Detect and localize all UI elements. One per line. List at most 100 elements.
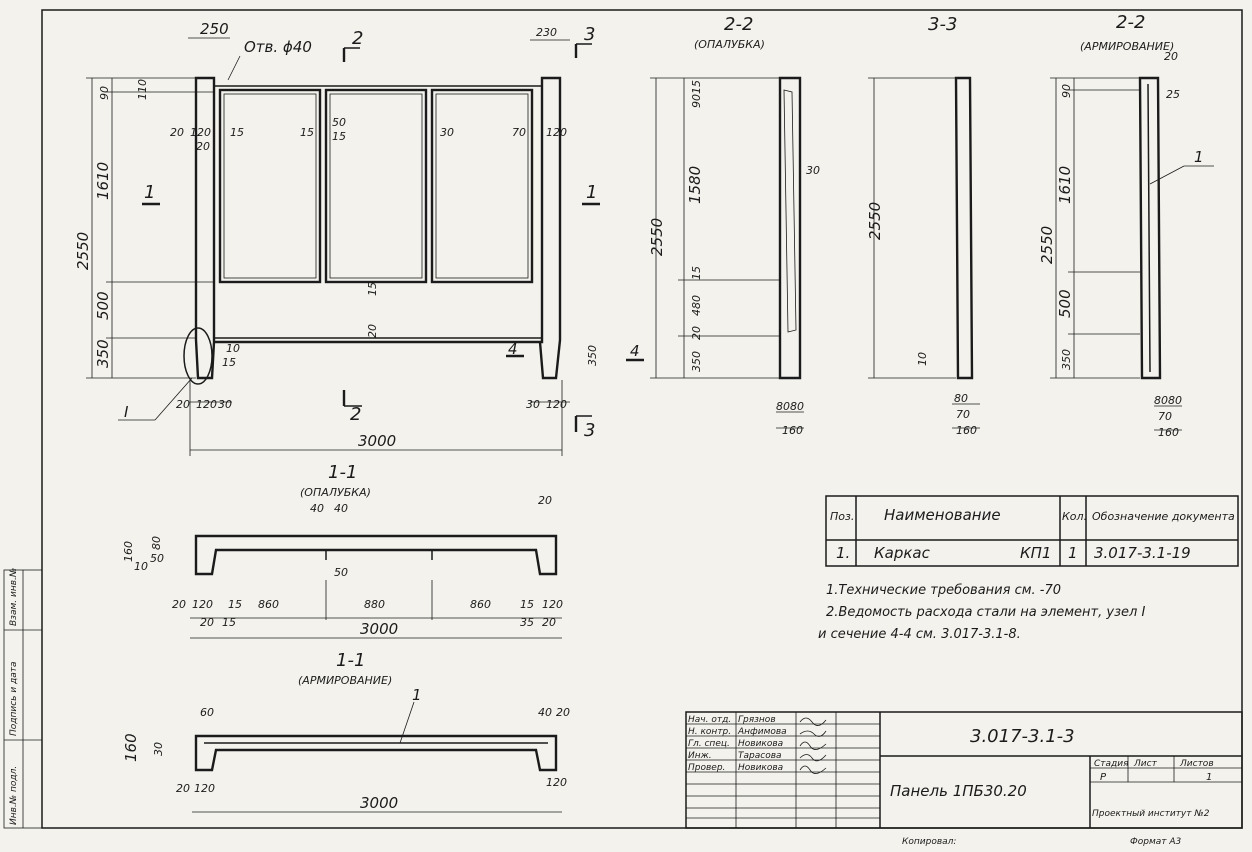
dim-label: 250 [200,20,229,38]
dim-label: 20 [176,398,190,411]
dim-label: 230 [536,26,557,39]
section-mark: 2 [350,404,361,425]
stage-header: Листов [1179,759,1214,769]
dim-label: 30 [440,126,454,139]
tb-name: Тарасова [738,751,782,761]
dim-label: 40 [334,502,348,515]
hole-label: Отв. ϕ40 [244,38,312,56]
stage-header: Лист [1133,759,1158,769]
stage-value: 1 [1206,772,1212,783]
spec-table-frame [825,495,1239,567]
dim-label: 10 [226,342,240,355]
section-2-2-formwork: 2-2 (ОПАЛУБКА) 15 90 30 1580 2550 15 480… [648,14,820,437]
dim-label: 25 [1166,88,1180,101]
dim-label: 50 [150,552,164,565]
dim-label: 90 [98,86,111,100]
dim-label: 500 [1056,289,1074,318]
dim-label: 1610 [1056,166,1074,204]
spec-header: Обозначение документа [1092,510,1235,523]
section-mark: 1 [586,182,597,203]
dim-label: 20 [200,616,214,629]
section-title: 1-1 [336,650,365,671]
dim-label: 70 [512,126,526,139]
dim-label: 120 [546,126,567,139]
dim-label: 1610 [94,162,112,200]
dim-label: 3000 [360,620,398,638]
panel-elevation: I 250 Отв. ϕ40 230 2 3 1 1 2 3 4 4 [74,20,644,456]
signature [799,754,827,762]
org-name: Проектный институт №2 [1092,809,1210,819]
title-block-frame [685,711,1243,829]
format-label: Формат А3 [1130,837,1182,847]
opening-cell [218,88,322,284]
dim-label: 120 [190,126,211,139]
dim-label: 2550 [648,218,666,256]
spec-header: Наименование [884,506,1001,524]
dim-label: 30 [218,398,232,411]
dim-label: 90 [1060,84,1073,98]
section-mark: 2 [352,28,363,49]
stage-header: Стадия [1094,759,1129,769]
note-line: и сечение 4-4 см. 3.017-3.1-8. [818,627,1021,642]
leader-mark: 1 [1194,148,1204,166]
dim-label: 160 [956,424,977,437]
tb-name: Грязнов [738,715,776,725]
dim-label: 860 [470,598,491,611]
specification-table: Поз. Наименование Кол. Обозначение докум… [825,495,1239,567]
section-2-2-reinforcement: 2-2 (АРМИРОВАНИЕ) 20 90 25 1610 2550 500… [1038,12,1214,439]
dim-label: 20 [366,324,379,338]
dim-label: 10 [916,352,929,366]
panel-outline [194,76,562,380]
tb-role: Нач. отд. [688,715,731,725]
dim-label: 20 [538,494,552,507]
dim-label: 20 [556,706,570,719]
dim-label: 3000 [360,794,398,812]
node-mark: I [124,403,129,421]
dim-label: 1580 [686,166,704,204]
section-mark: 3 [584,420,595,441]
item-name: Панель 1ПБ30.20 [890,782,1027,800]
dim-label: 860 [258,598,279,611]
dim-label: 20 [196,140,210,153]
dim-label: 15 [222,616,236,629]
section-1-1-formwork: 1-1 (ОПАЛУБКА) 40 40 20 160 10 50 80 50 … [122,462,563,639]
dim-label: 500 [94,291,112,320]
side-stamp-label: Инв.№ подл. [9,766,19,825]
dim-label: 160 [782,424,803,437]
section-profile [1138,76,1162,380]
dim-label: 15 [228,598,242,611]
dim-label: 80 [776,400,790,413]
spec-cell: Каркас [874,544,931,562]
dim-label: 90 [690,94,703,108]
dim-label: 10 [134,560,148,573]
dim-label: 20 [690,326,703,340]
dim-label: 120 [194,782,215,795]
section-mark: 3 [584,24,595,45]
dim-label: 15 [332,130,346,143]
section-mark: 4 [630,342,640,360]
section-profile [194,734,558,772]
dim-label: 120 [546,776,567,789]
section-1-1-reinforcement: 1-1 (АРМИРОВАНИЕ) 60 40 20 30 160 120 20… [122,650,570,813]
dim-label: 80 [954,392,968,405]
dim-label: 20 [1164,50,1178,63]
side-stamp-label: Взам. инв.№ [9,568,19,626]
node-circle [183,327,213,385]
signature [799,741,827,750]
section-title: 1-1 [328,462,357,483]
tb-role: Гл. спец. [688,739,730,749]
leader-mark: 1 [412,686,422,704]
section-title: 2-2 [724,14,753,35]
dim-label: 15 [300,126,314,139]
dim-label: 2550 [74,232,92,270]
tb-name: Новикова [738,739,783,749]
opening-cell [430,88,534,284]
spec-cell: 1 [1068,544,1078,562]
dim-label: 30 [526,398,540,411]
section-mark: 4 [508,340,518,358]
section-profile [778,76,802,380]
side-stamp-label: Подпись и дата [9,661,19,736]
section-title: 2-2 [1116,12,1145,33]
